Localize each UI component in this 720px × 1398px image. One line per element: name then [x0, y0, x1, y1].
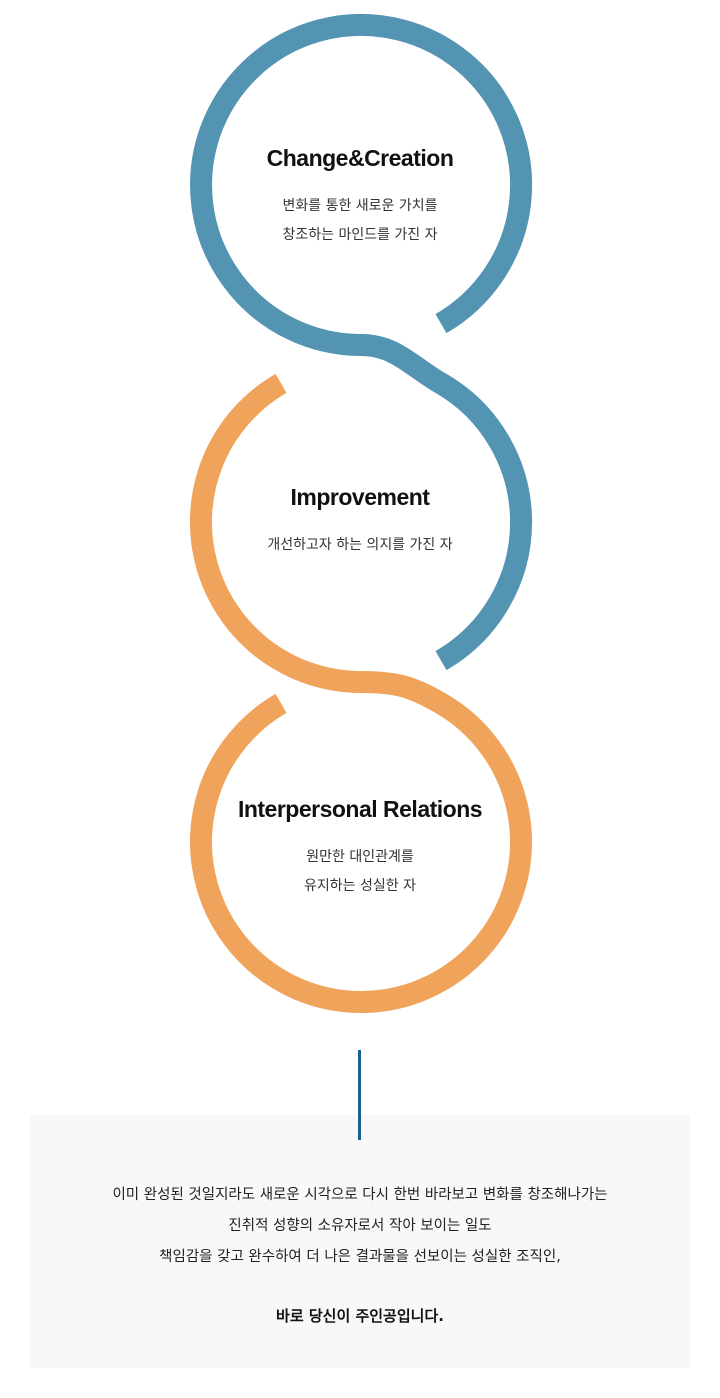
connector-line [358, 1050, 361, 1140]
value-interpersonal-relations: Interpersonal Relations 원만한 대인관계를 유지하는 성… [160, 796, 560, 901]
value-description: 원만한 대인관계를 유지하는 성실한 자 [160, 843, 560, 901]
summary-line: 이미 완성된 것일지라도 새로운 시각으로 다시 한번 바라보고 변화를 창조해… [112, 1187, 608, 1203]
linked-rings-graphic [189, 14, 533, 1013]
desc-line: 개선하고자 하는 의지를 가진 자 [267, 537, 453, 553]
value-title: Improvement [290, 484, 430, 510]
closing-statement: 바로 당신이 주인공입니다. [276, 1307, 444, 1325]
desc-line: 창조하는 마인드를 가진 자 [282, 227, 438, 243]
value-improvement: Improvement 개선하고자 하는 의지를 가진 자 [160, 484, 560, 560]
summary-line: 진취적 성향의 소유자로서 작아 보이는 일도 [228, 1218, 492, 1234]
value-title: Interpersonal Relations [237, 796, 483, 822]
summary-line: 책임감을 갖고 완수하여 더 나은 결과물을 선보이는 성실한 조직인, [159, 1249, 561, 1265]
value-title: Change&Creation [266, 145, 454, 171]
summary-box [30, 1115, 690, 1368]
value-change-creation: Change&Creation 변화를 통한 새로운 가치를 창조하는 마인드를… [160, 145, 560, 250]
summary-text: 이미 완성된 것일지라도 새로운 시각으로 다시 한번 바라보고 변화를 창조해… [30, 1180, 690, 1273]
desc-line: 원만한 대인관계를 [306, 849, 414, 865]
value-description: 변화를 통한 새로운 가치를 창조하는 마인드를 가진 자 [160, 192, 560, 250]
orange-ring-path [189, 373, 532, 1013]
desc-line: 유지하는 성실한 자 [304, 878, 416, 894]
blue-ring-path [190, 14, 533, 671]
value-description: 개선하고자 하는 의지를 가진 자 [160, 531, 560, 560]
desc-line: 변화를 통한 새로운 가치를 [282, 198, 438, 214]
